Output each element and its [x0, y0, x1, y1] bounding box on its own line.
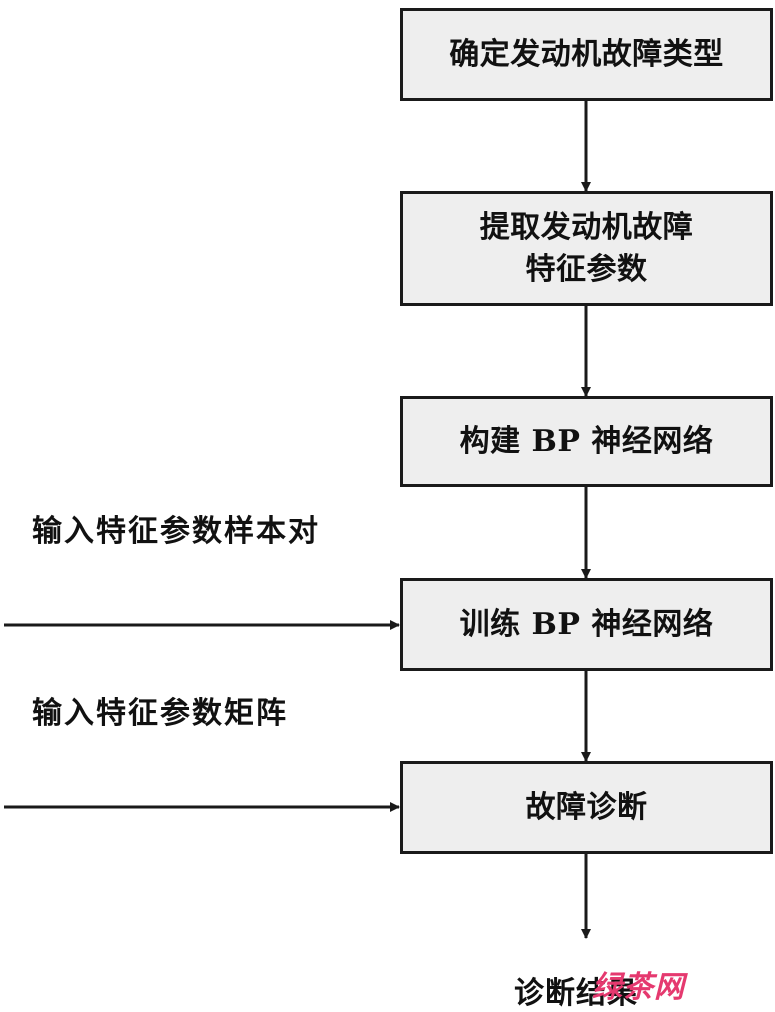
input-feature-matrix-label: 输入特征参数矩阵: [32, 696, 288, 731]
step-determine-fault-type: 确定发动机故障类型: [400, 8, 773, 101]
step-fault-diagnosis-label: 故障诊断: [525, 789, 648, 825]
step-extract-fault-features-line2: 特征参数: [525, 251, 648, 287]
step-train-bp-network: 训练 BP 神经网络: [400, 578, 773, 671]
step-train-bp-network-label: 训练 BP 神经网络: [459, 606, 714, 642]
step-build-bp-network-label: 构建 BP 神经网络: [459, 423, 714, 459]
step-extract-fault-features-line1: 提取发动机故障: [479, 210, 694, 246]
input-training-samples-label: 输入特征参数样本对: [32, 514, 320, 549]
step-build-bp-network: 构建 BP 神经网络: [400, 396, 773, 487]
watermark-logo: 绿茶网: [592, 970, 685, 1005]
step-extract-fault-features: 提取发动机故障 特征参数: [400, 191, 773, 306]
step-determine-fault-type-label: 确定发动机故障类型: [449, 36, 724, 72]
step-fault-diagnosis: 故障诊断: [400, 761, 773, 854]
